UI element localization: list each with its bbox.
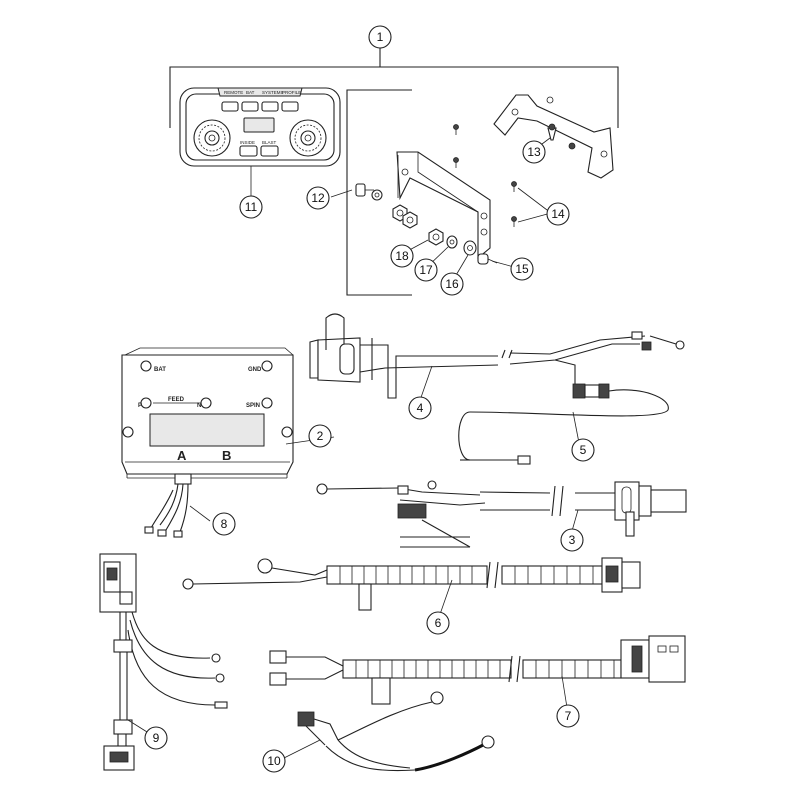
harness-5 bbox=[458, 383, 669, 465]
callout-8: 8 bbox=[212, 512, 236, 536]
callout-12: 12 bbox=[306, 186, 330, 210]
callout-4: 4 bbox=[408, 396, 432, 420]
harness-7 bbox=[269, 635, 686, 705]
callout-11: 11 bbox=[239, 195, 263, 219]
callout-5: 5 bbox=[571, 438, 595, 462]
pigtail-harness bbox=[144, 473, 192, 538]
module-label-n: N bbox=[197, 403, 201, 409]
harness-6 bbox=[182, 557, 641, 611]
callout-15: 15 bbox=[510, 257, 534, 281]
callout-7: 7 bbox=[556, 704, 580, 728]
harness-4 bbox=[309, 313, 685, 399]
callout-10: 10 bbox=[262, 749, 286, 773]
control-module: BAT GND P FEED N SPIN A B bbox=[121, 347, 294, 479]
button-label-blast: BLAST bbox=[262, 140, 277, 145]
button-label-bat: BAT bbox=[246, 90, 255, 95]
module-label-a: A bbox=[177, 448, 187, 463]
controller-display bbox=[243, 117, 275, 133]
callout-label-4: 4 bbox=[417, 401, 424, 415]
callout-label-11: 11 bbox=[245, 200, 258, 214]
callout-label-6: 6 bbox=[435, 616, 442, 630]
callout-label-15: 15 bbox=[515, 262, 529, 276]
controller-knob-left bbox=[193, 119, 231, 157]
module-label-p: P bbox=[138, 403, 142, 409]
mount-bracket bbox=[396, 151, 491, 260]
callout-label-12: 12 bbox=[311, 191, 325, 205]
callout-label-13: 13 bbox=[527, 145, 541, 159]
button-label-remote: REMOTE bbox=[224, 90, 243, 95]
controller-unit: REMOTE BAT SYSTEMS PROFILE INSIDE BLAST bbox=[179, 87, 341, 196]
callout-18: 18 bbox=[390, 244, 414, 268]
module-label-gnd: GND bbox=[248, 367, 262, 373]
controller-button-row: REMOTE BAT SYSTEMS PROFILE bbox=[221, 90, 301, 112]
callout-3: 3 bbox=[560, 528, 584, 552]
mount-hardware bbox=[355, 124, 517, 265]
callout-label-1: 1 bbox=[377, 30, 384, 44]
callout-13: 13 bbox=[522, 140, 546, 164]
callout-label-3: 3 bbox=[569, 533, 576, 547]
module-label-bat: BAT bbox=[154, 367, 166, 373]
harness-3 bbox=[316, 480, 687, 548]
callout-label-16: 16 bbox=[445, 277, 459, 291]
callout-17: 17 bbox=[414, 258, 438, 282]
callout-14: 14 bbox=[546, 202, 570, 226]
callout-1: 1 bbox=[368, 25, 392, 49]
callout-label-5: 5 bbox=[580, 443, 587, 457]
button-label-systems: SYSTEMS bbox=[262, 90, 284, 95]
callout-label-14: 14 bbox=[551, 207, 565, 221]
callout-label-9: 9 bbox=[153, 731, 160, 745]
callout-label-2: 2 bbox=[317, 429, 324, 443]
harness-9 bbox=[99, 553, 228, 771]
u-bracket bbox=[493, 94, 614, 179]
callout-2: 2 bbox=[308, 424, 332, 448]
callout-16: 16 bbox=[440, 272, 464, 296]
callout-label-17: 17 bbox=[419, 263, 433, 277]
assembly-bracket bbox=[169, 48, 619, 296]
callout-9: 9 bbox=[144, 726, 168, 750]
callout-label-10: 10 bbox=[267, 754, 281, 768]
module-label-feed: FEED bbox=[168, 397, 185, 403]
callout-6: 6 bbox=[426, 611, 450, 635]
callout-label-18: 18 bbox=[395, 249, 409, 263]
button-label-profile: PROFILE bbox=[282, 90, 301, 95]
module-label-b: B bbox=[222, 448, 231, 463]
module-label-spin: SPIN bbox=[246, 403, 260, 409]
harness-10 bbox=[297, 691, 495, 772]
controller-knob-right bbox=[289, 119, 327, 157]
button-label-inside: INSIDE bbox=[240, 140, 255, 145]
callout-label-7: 7 bbox=[565, 709, 572, 723]
callout-label-8: 8 bbox=[221, 517, 228, 531]
